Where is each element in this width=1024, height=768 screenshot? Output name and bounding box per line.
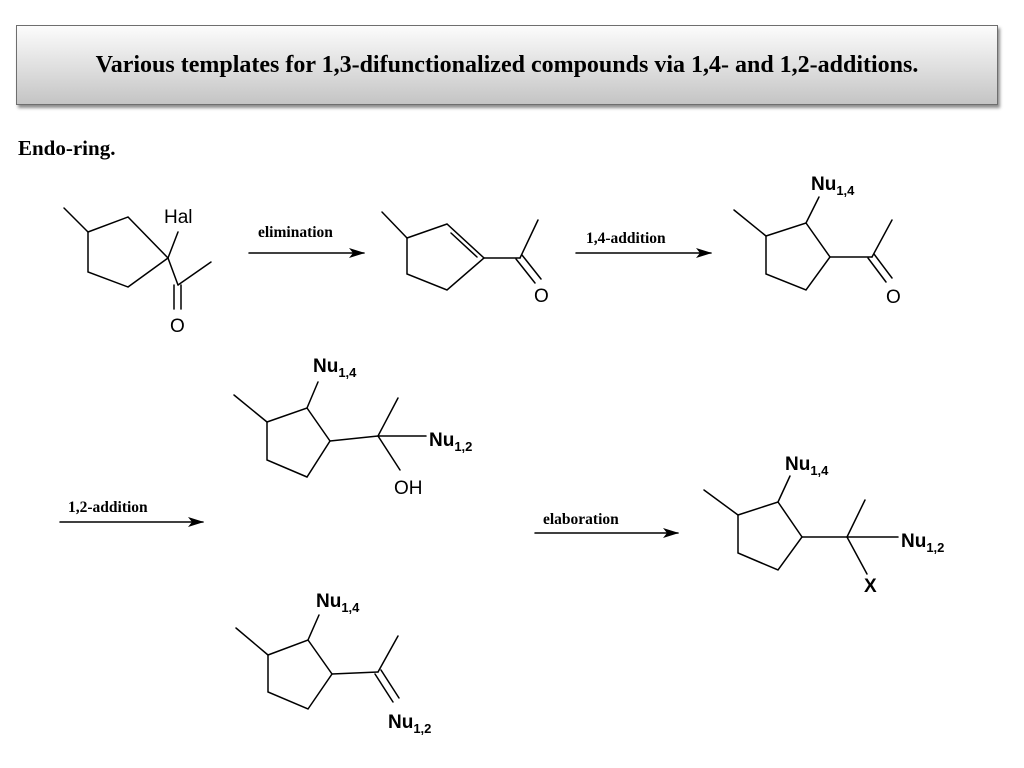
page-title: Various templates for 1,3-difunctionaliz…: [95, 52, 919, 78]
nucleophile-14-label: Nu1,4: [811, 174, 855, 198]
molecule-enone: O: [381, 211, 549, 307]
addition-1-4-label: 1,4-addition: [586, 230, 666, 247]
title-box: Various templates for 1,3-difunctionaliz…: [16, 25, 998, 105]
nucleophile-14-label: Nu1,4: [785, 454, 829, 478]
arrow-1-2-addition: 1,2-addition: [59, 499, 204, 527]
molecule-halo-ketone: Hal O: [63, 207, 212, 337]
oxygen-label: O: [886, 287, 901, 308]
molecule-tertiary-alcohol: OH Nu1,4 Nu1,2: [233, 356, 472, 499]
elaboration-label: elaboration: [543, 511, 619, 528]
nucleophile-12-label: Nu1,2: [429, 430, 472, 454]
nucleophile-12-label: Nu1,2: [901, 531, 944, 555]
nucleophile-14-label: Nu1,4: [316, 591, 360, 615]
molecule-elaborated-product: X Nu1,4 Nu1,2: [703, 454, 944, 597]
arrow-1-4-addition: 1,4-addition: [575, 230, 712, 258]
molecule-14-adduct: O Nu1,4: [733, 174, 901, 308]
addition-1-2-label: 1,2-addition: [68, 499, 148, 516]
arrow-elaboration: elaboration: [534, 511, 679, 538]
nucleophile-14-label: Nu1,4: [313, 356, 357, 380]
arrow-elimination: elimination: [248, 224, 365, 258]
nucleophile-12-label: Nu1,2: [388, 712, 431, 736]
x-group-label: X: [864, 576, 877, 597]
halogen-label: Hal: [164, 207, 193, 228]
oxygen-label: O: [534, 286, 549, 307]
elimination-label: elimination: [258, 224, 333, 241]
hydroxyl-label: OH: [394, 478, 423, 499]
molecule-alkylidene: Nu1,4 Nu1,2: [235, 591, 431, 736]
oxygen-label: O: [170, 316, 185, 337]
section-subtitle: Endo-ring.: [18, 136, 116, 160]
